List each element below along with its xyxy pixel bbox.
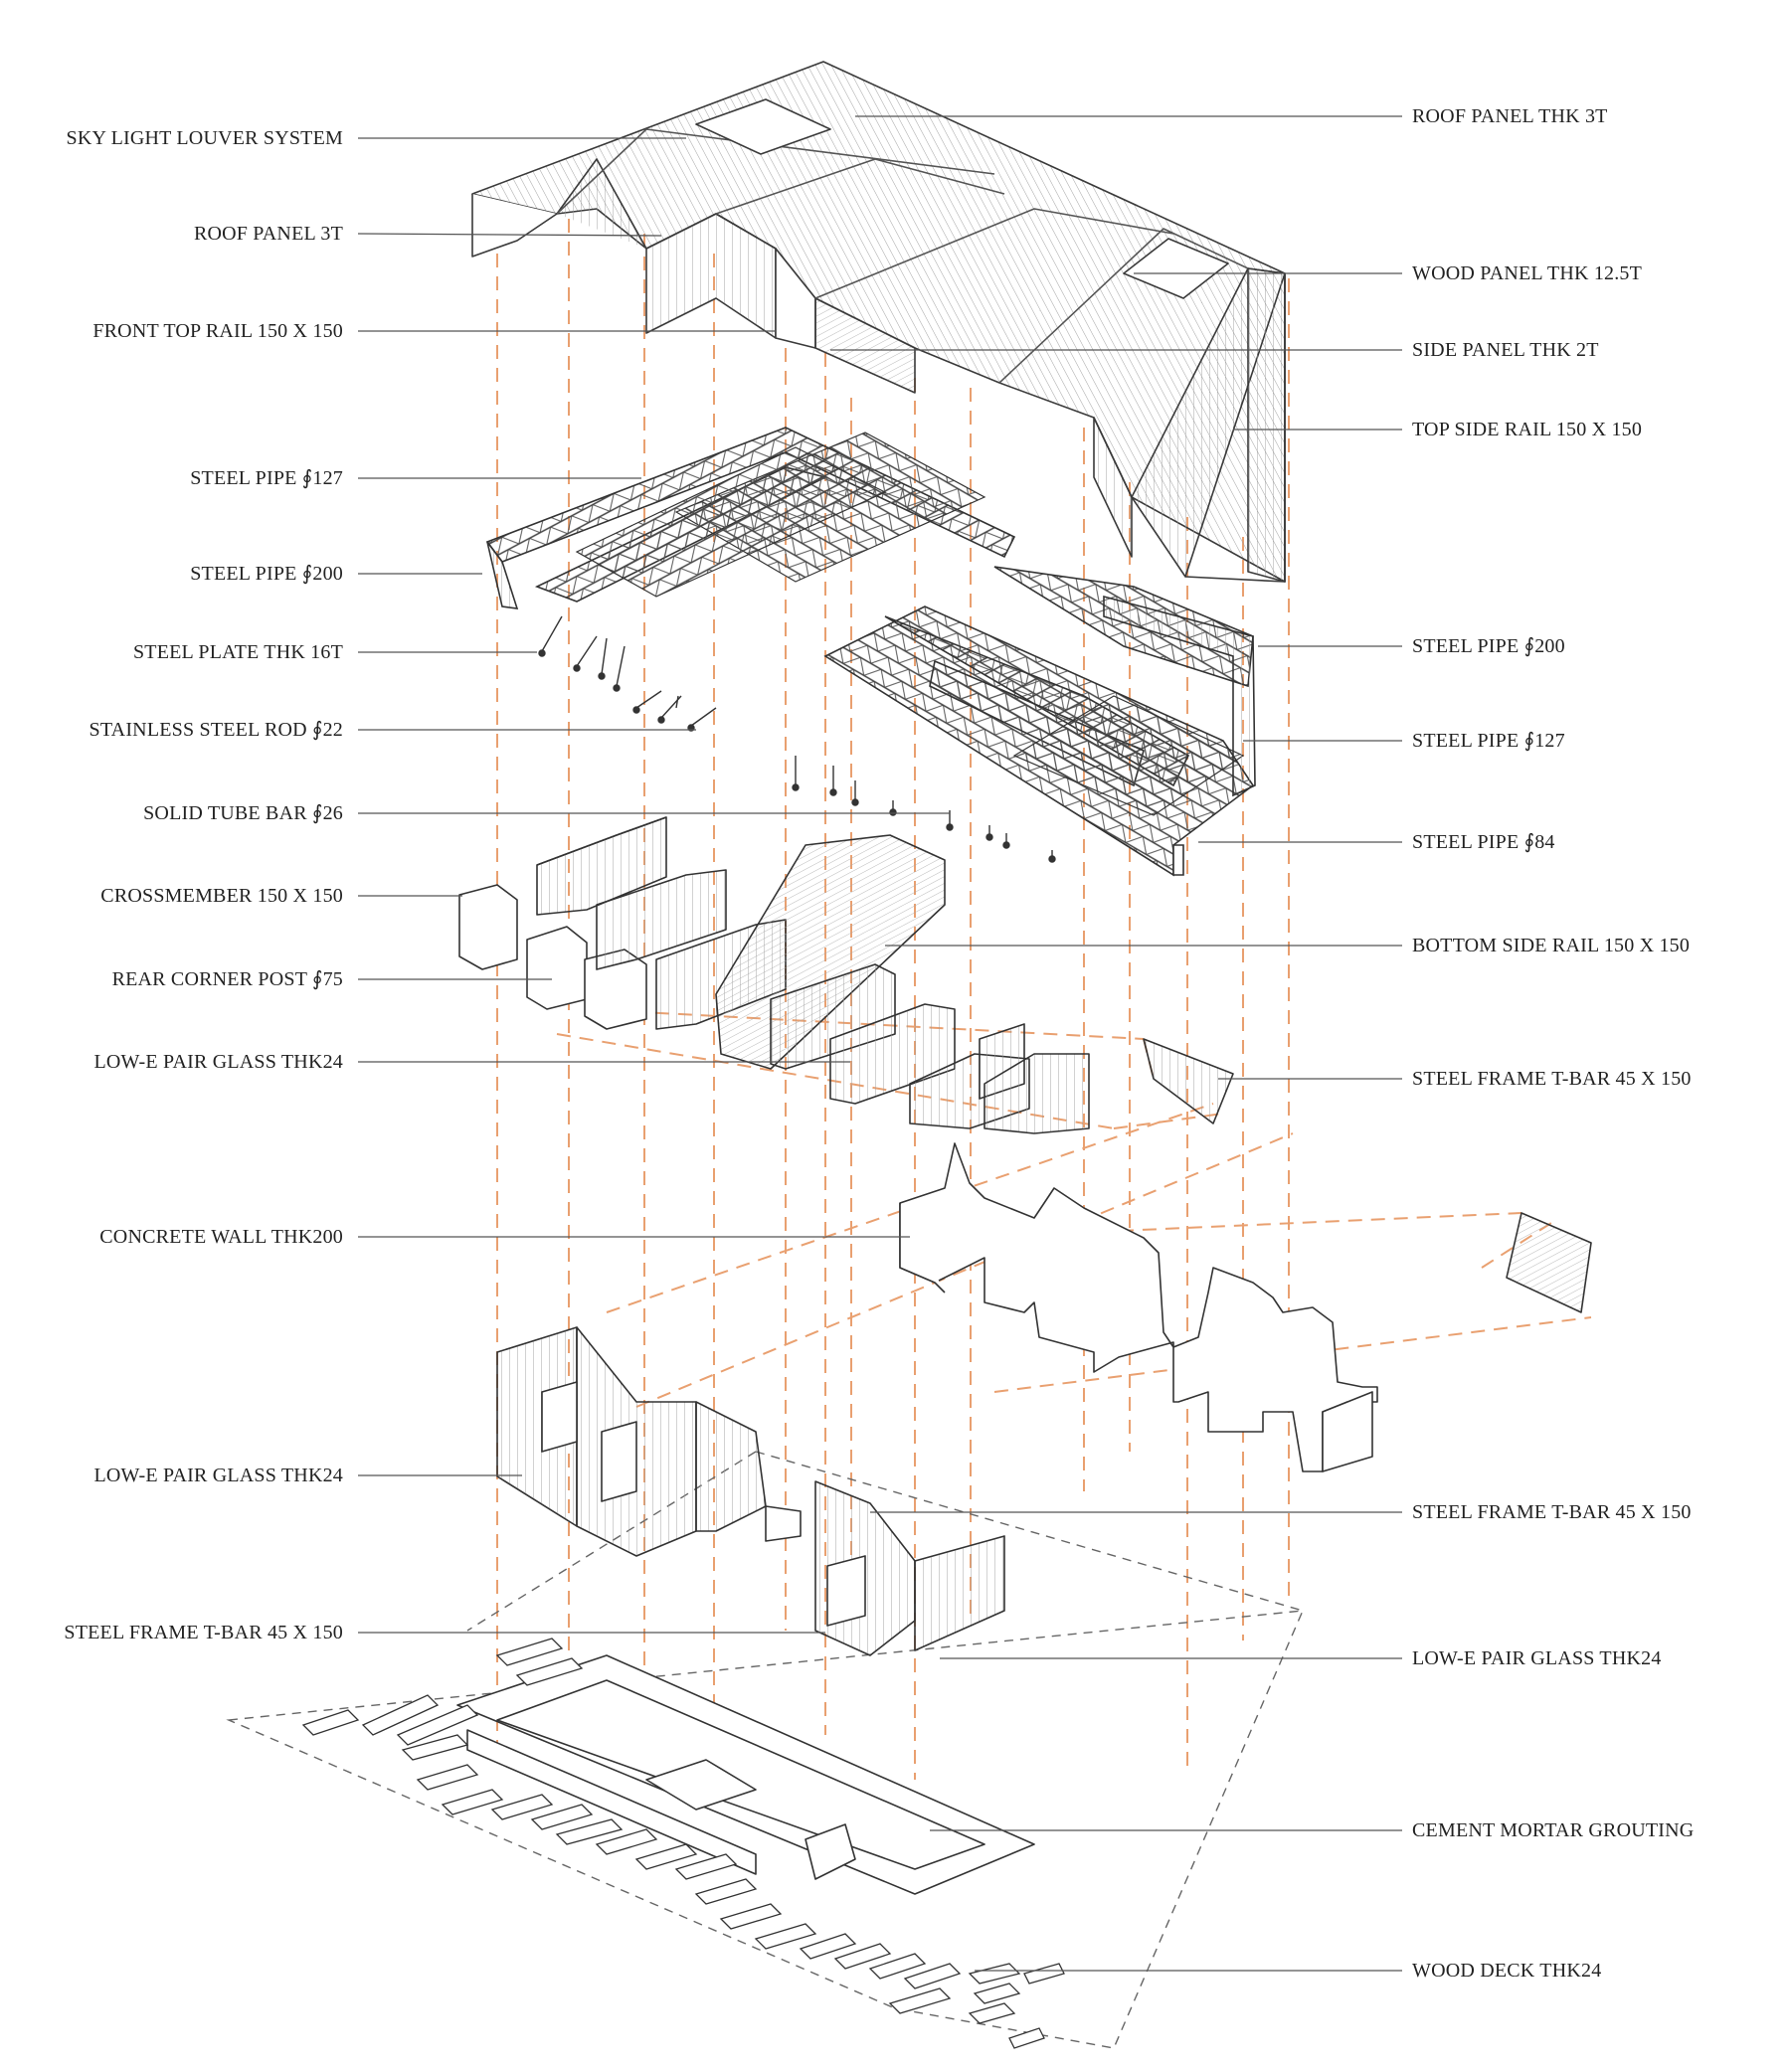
label-steel-pipe-127-left: STEEL PIPE ∮127 <box>190 467 343 489</box>
label-steel-pipe-127-right: STEEL PIPE ∮127 <box>1412 730 1565 752</box>
steel-truss-frame <box>485 427 1256 877</box>
label-steel-pipe-200-left: STEEL PIPE ∮200 <box>190 563 343 585</box>
label-sky-light-louver-system: SKY LIGHT LOUVER SYSTEM <box>66 127 343 149</box>
container-modules <box>458 816 1234 1134</box>
label-cement-mortar: CEMENT MORTAR GROUTING <box>1412 1819 1695 1841</box>
foundation <box>456 1654 1035 1895</box>
label-wood-deck: WOOD DECK THK24 <box>1412 1960 1602 1982</box>
label-front-top-rail: FRONT TOP RAIL 150 X 150 <box>92 320 343 342</box>
leader-left-1 <box>357 233 662 237</box>
label-steel-frame-tbar-2: STEEL FRAME T-BAR 45 X 150 <box>1412 1501 1692 1523</box>
label-rear-corner-post: REAR CORNER POST ∮75 <box>111 968 343 990</box>
label-wood-panel: WOOD PANEL THK 12.5T <box>1412 262 1643 284</box>
label-low-e-glass-3: LOW-E PAIR GLASS THK24 <box>1412 1647 1662 1669</box>
label-solid-tube-bar: SOLID TUBE BAR ∮26 <box>143 802 343 824</box>
label-steel-frame-tbar-left: STEEL FRAME T-BAR 45 X 150 <box>64 1622 343 1643</box>
steel-rods <box>538 615 1056 863</box>
roof-assembly <box>471 61 1286 583</box>
label-bottom-side-rail: BOTTOM SIDE RAIL 150 X 150 <box>1412 935 1691 956</box>
label-steel-plate-16t: STEEL PLATE THK 16T <box>132 641 343 663</box>
concrete-wall <box>899 1142 1378 1472</box>
label-crossmember: CROSSMEMBER 150 X 150 <box>100 885 343 907</box>
glass-walls <box>496 1212 1592 1656</box>
label-steel-pipe-84: STEEL PIPE ∮84 <box>1412 831 1555 853</box>
wood-deck <box>301 1638 1065 2049</box>
label-steel-frame-tbar-1: STEEL FRAME T-BAR 45 X 150 <box>1412 1068 1692 1090</box>
label-top-side-rail: TOP SIDE RAIL 150 X 150 <box>1412 419 1643 440</box>
label-roof-panel-thk-3t: ROOF PANEL THK 3T <box>1412 105 1608 127</box>
label-steel-pipe-200-right: STEEL PIPE ∮200 <box>1412 635 1565 657</box>
label-roof-panel-3t: ROOF PANEL 3T <box>193 223 343 245</box>
label-low-e-glass-1: LOW-E PAIR GLASS THK24 <box>93 1051 343 1073</box>
label-stainless-steel-rod: STAINLESS STEEL ROD ∮22 <box>89 719 343 741</box>
label-side-panel: SIDE PANEL THK 2T <box>1412 339 1599 361</box>
label-concrete-wall: CONCRETE WALL THK200 <box>99 1226 343 1248</box>
label-low-e-glass-2: LOW-E PAIR GLASS THK24 <box>93 1465 343 1486</box>
leader-lines <box>357 115 1402 1972</box>
